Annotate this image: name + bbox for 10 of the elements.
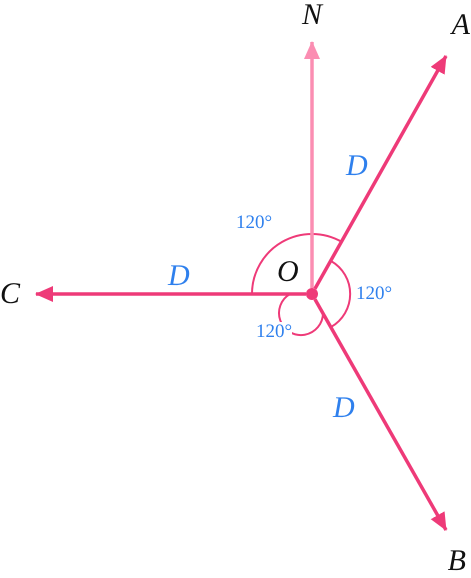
arrow <box>313 55 448 290</box>
arrow <box>313 298 448 531</box>
point-label: C <box>0 279 20 309</box>
arrow <box>35 286 306 302</box>
center-point <box>306 288 318 300</box>
point-label: N <box>302 0 322 30</box>
point-label: O <box>277 257 299 287</box>
arrow <box>304 41 320 288</box>
point-label: B <box>448 546 466 576</box>
point-label: A <box>452 10 470 40</box>
